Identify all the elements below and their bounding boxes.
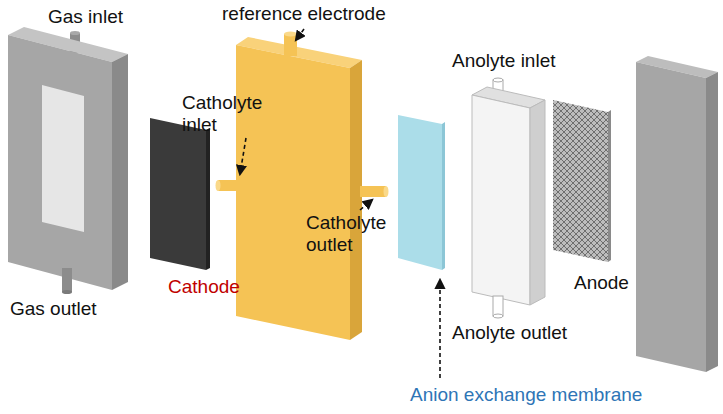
catholyte-frame-part xyxy=(384,186,389,197)
part-label: Anolyte outlet xyxy=(452,322,567,344)
anolyte-frame xyxy=(472,78,545,318)
gas-end-plate-part xyxy=(62,268,72,292)
catholyte-frame-part xyxy=(216,180,221,191)
anode-mesh-part xyxy=(608,110,611,262)
leader-arrows-part xyxy=(296,29,304,40)
part-label: reference electrode xyxy=(222,3,386,25)
anolyte-frame-part xyxy=(530,100,545,305)
leader-arrows xyxy=(240,29,440,378)
catholyte-frame xyxy=(216,32,389,341)
leader-arrows-part xyxy=(360,200,372,210)
part-label: Anode xyxy=(574,272,629,294)
gas-end-plate-part xyxy=(62,290,72,294)
gas-end-plate-part xyxy=(8,35,112,290)
catholyte-frame-part xyxy=(350,60,362,340)
anode-mesh-part xyxy=(553,100,608,262)
catholyte-frame-part xyxy=(284,34,297,56)
cathode-sheet-part xyxy=(206,128,210,270)
cathode-sheet xyxy=(150,118,210,270)
anode-end-plate-part xyxy=(636,62,706,372)
gas-end-plate-part xyxy=(70,31,80,35)
part-label: Anion exchange membrane xyxy=(410,384,642,406)
part-label: Anolyte inlet xyxy=(452,50,556,72)
anode-mesh xyxy=(553,100,611,262)
gas-end-plate xyxy=(8,27,128,294)
cathode-sheet-part xyxy=(150,118,206,270)
part-label: Gas outlet xyxy=(10,298,97,320)
anion-exchange-membrane-part xyxy=(398,115,442,270)
anolyte-frame-part xyxy=(472,95,530,305)
catholyte-frame-part xyxy=(360,186,386,197)
catholyte-frame-part xyxy=(236,45,350,340)
gas-end-plate-part xyxy=(112,54,128,290)
anolyte-frame-part xyxy=(493,296,503,316)
part-label: Cathode xyxy=(168,276,240,298)
catholyte-frame-part xyxy=(284,32,297,37)
anode-end-plate xyxy=(636,56,718,372)
part-label: Catholyte inlet xyxy=(182,92,274,136)
anolyte-frame-part xyxy=(493,314,503,318)
part-label: Catholyte outlet xyxy=(306,212,398,256)
leader-arrows-part xyxy=(240,138,246,174)
anion-exchange-membrane xyxy=(398,115,445,270)
leader-arrows-part xyxy=(439,280,441,378)
anolyte-frame-part xyxy=(493,78,503,82)
anion-exchange-membrane-part xyxy=(442,122,445,270)
anode-end-plate-part xyxy=(706,72,718,372)
part-label: Gas inlet xyxy=(48,6,123,28)
gas-end-plate-part xyxy=(42,85,84,232)
